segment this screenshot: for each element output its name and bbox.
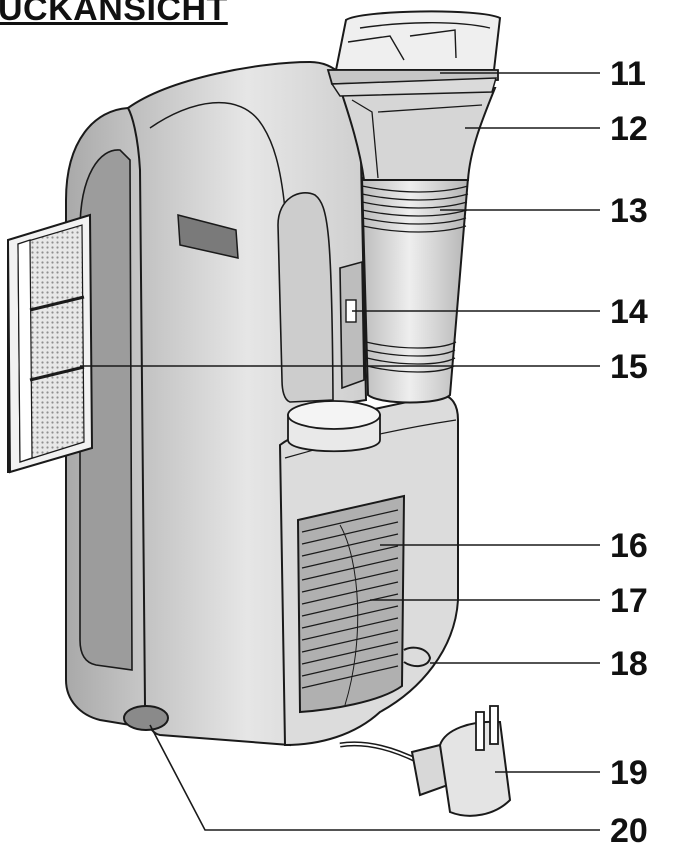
cord-hook: [403, 646, 432, 668]
callout-13: 13: [610, 192, 648, 230]
callout-15: 15: [610, 348, 648, 386]
callout-11: 11: [610, 55, 646, 93]
rear-air-grille: [296, 494, 406, 714]
hose-ribs: [361, 185, 469, 373]
page-title: ÜCKANSICHT: [0, 0, 228, 28]
hose-adapter[interactable]: [338, 87, 497, 181]
leader-lines: [80, 72, 600, 831]
callout-numbers: 11 12 13 14 15 16 17 18 19 20: [610, 55, 648, 845]
callout-16: 16: [610, 527, 648, 565]
unit-housing: [65, 60, 459, 747]
callout-17: 17: [610, 582, 648, 620]
leader-20: [149, 724, 600, 831]
caster-wheel: [123, 705, 169, 731]
callout-14: 14: [610, 293, 648, 331]
side-grille-recess: [79, 149, 133, 671]
hose-clip[interactable]: [339, 260, 365, 390]
drain-cap: [287, 400, 381, 453]
callout-19: 19: [610, 754, 648, 792]
power-plug[interactable]: [339, 705, 512, 817]
upper-recess: [277, 192, 334, 403]
callout-20: 20: [610, 812, 648, 845]
window-nozzle[interactable]: [326, 10, 502, 97]
handle-slot: [177, 214, 239, 259]
air-filter[interactable]: [6, 213, 94, 474]
exhaust-hose[interactable]: [360, 177, 470, 404]
callout-12: 12: [610, 110, 648, 148]
callout-18: 18: [610, 645, 648, 683]
